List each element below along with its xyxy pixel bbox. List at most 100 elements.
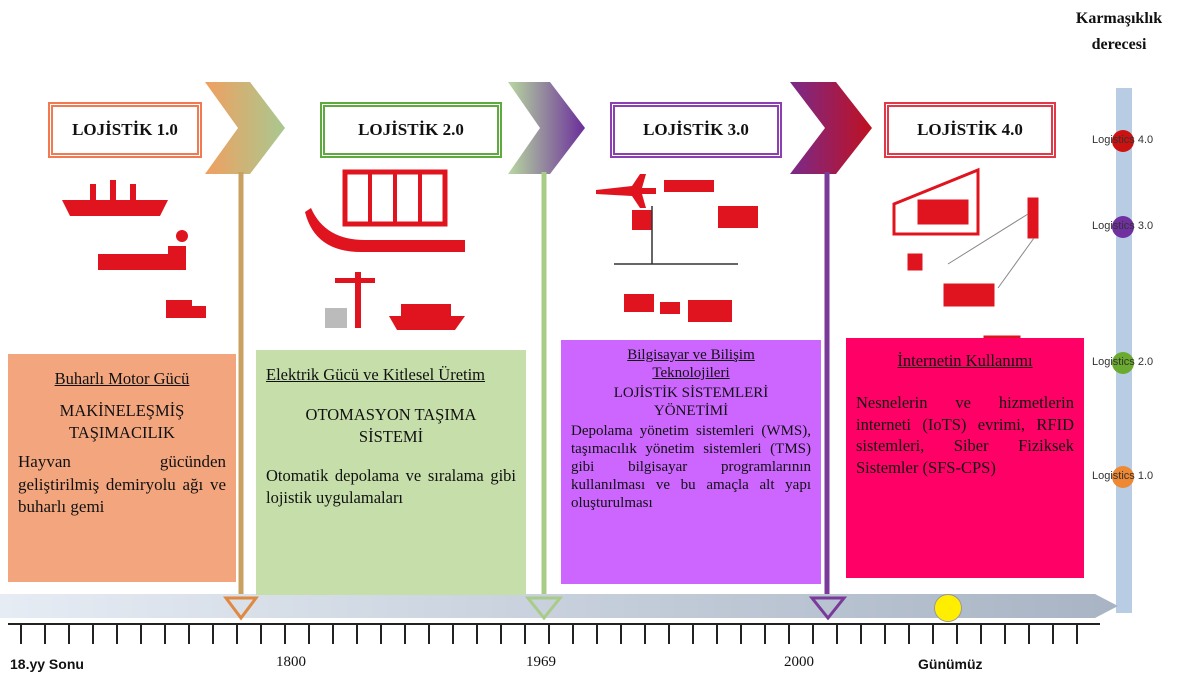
chevron-3-icon xyxy=(790,82,872,174)
timeline-tick xyxy=(908,624,910,644)
timeline-bar xyxy=(0,594,1118,618)
timeline-tick xyxy=(572,624,574,644)
conveyor-icon xyxy=(305,208,465,252)
timeline-tick xyxy=(836,624,838,644)
timeline-tick xyxy=(476,624,478,644)
level-3-label: Logistics 3.0 xyxy=(1092,220,1154,232)
timeline-tick xyxy=(140,624,142,644)
timeline-tick xyxy=(380,624,382,644)
timeline-tick xyxy=(812,624,814,644)
stage-1-panel: Buharlı Motor Gücü MAKİNELEŞMİŞ TAŞIMACI… xyxy=(8,354,236,582)
stage-1-body: Hayvan gücünden geliştirilmiş demiryolu … xyxy=(18,452,226,517)
level-1-dot xyxy=(1112,466,1134,488)
stage-3-title: LOJİSTİK 3.0 xyxy=(610,102,782,158)
timeline-tick xyxy=(932,624,934,644)
timeline-tick xyxy=(692,624,694,644)
stage-1-heading: Buharlı Motor Gücü xyxy=(54,369,190,388)
timeline-tick xyxy=(164,624,166,644)
timeline-label-2000: 2000 xyxy=(784,654,814,670)
stage-4-heading: İnternetin Kullanımı xyxy=(897,351,1033,370)
timeline-tick xyxy=(884,624,886,644)
timeline-tick xyxy=(644,624,646,644)
level-2-label: Logistics 2.0 xyxy=(1092,356,1154,368)
timeline-tick xyxy=(44,624,46,644)
timeline-tick xyxy=(404,624,406,644)
cargo-ship-icon xyxy=(389,316,465,330)
stage-3-heading: Bilgisayar ve Bilişim Teknolojileri xyxy=(627,347,755,381)
timeline-label-start: 18.yy Sonu xyxy=(10,656,84,672)
timeline-tick xyxy=(740,624,742,644)
timeline-tick xyxy=(668,624,670,644)
chevron-2-icon xyxy=(508,82,585,174)
airplane-icon xyxy=(596,174,656,208)
level-2-dot xyxy=(1112,352,1134,374)
timeline-tick xyxy=(1004,624,1006,644)
chevron-1-icon xyxy=(205,82,285,174)
timeline-tick xyxy=(1076,624,1078,644)
smart-warehouse-icon xyxy=(892,167,980,236)
down-arrow-2-icon xyxy=(524,596,564,621)
stage-1-subtitle: MAKİNELEŞMİŞ TAŞIMACILIK xyxy=(59,400,185,442)
stage-4-body: Nesnelerin ve hizmetlerin interneti (IoT… xyxy=(856,392,1074,478)
timeline-tick xyxy=(332,624,334,644)
complexity-title: Karmaşıklık derecesi xyxy=(1075,10,1163,53)
timeline-tick xyxy=(860,624,862,644)
timeline-tick xyxy=(980,624,982,644)
smart-truck-icon xyxy=(943,283,995,307)
stage-3-body: Depolama yönetim sistemleri (WMS), taşım… xyxy=(571,423,811,511)
today-marker xyxy=(934,594,962,622)
smart-crane-icon xyxy=(1027,197,1039,239)
stage-1-title: LOJİSTİK 1.0 xyxy=(48,102,202,158)
timeline-tick xyxy=(452,624,454,644)
timeline-tick xyxy=(284,624,286,644)
timeline-tick xyxy=(212,624,214,644)
timeline-tick xyxy=(308,624,310,644)
timeline-tick xyxy=(956,624,958,644)
stage-4-title: LOJİSTİK 4.0 xyxy=(884,102,1056,158)
timeline-tick xyxy=(428,624,430,644)
level-4-dot xyxy=(1112,130,1134,152)
stage-2-title: LOJİSTİK 2.0 xyxy=(320,102,502,158)
forklift-icon xyxy=(632,210,652,230)
timeline-tick xyxy=(524,624,526,644)
steamship-icon xyxy=(62,200,168,216)
timeline-tick xyxy=(20,624,22,644)
level-1-label: Logistics 1.0 xyxy=(1092,470,1154,482)
timeline-tick xyxy=(716,624,718,644)
crane-icon xyxy=(355,272,361,328)
computer-icon xyxy=(624,294,654,312)
stage-2-subtitle: OTOMASYON TAŞIMA SİSTEMİ xyxy=(305,404,477,446)
down-arrow-3-icon xyxy=(808,596,848,621)
delivery-truck-icon xyxy=(688,300,732,322)
timeline-tick xyxy=(764,624,766,644)
level-4-label: Logistics 4.0 xyxy=(1092,134,1154,146)
truck-icon xyxy=(166,300,192,318)
stage-3-illustration xyxy=(596,174,758,322)
timeline-tick xyxy=(788,624,790,644)
timeline-tick xyxy=(236,624,238,644)
timeline-tick xyxy=(116,624,118,644)
timeline-tick xyxy=(596,624,598,644)
level-3-dot xyxy=(1112,216,1134,238)
timeline-tick xyxy=(68,624,70,644)
robot-icon xyxy=(907,253,923,271)
stage-2-panel: Elektrik Gücü ve Kitlesel Üretim OTOMASY… xyxy=(256,350,526,595)
timeline-tick xyxy=(356,624,358,644)
stage-2-illustration xyxy=(305,169,465,330)
stage-2-body: Otomatik depolama ve sıralama gibi lojis… xyxy=(266,466,516,508)
stage-1-illustration xyxy=(62,180,206,318)
timeline-tick xyxy=(260,624,262,644)
timeline-tick xyxy=(620,624,622,644)
down-arrow-1-icon xyxy=(223,596,259,621)
stage-3-panel: Bilgisayar ve Bilişim Teknolojileri LOJİ… xyxy=(561,340,821,584)
stage-3-subtitle: LOJİSTİK SİSTEMLERİ YÖNETİMİ xyxy=(613,385,769,419)
timeline-tick xyxy=(188,624,190,644)
train-icon xyxy=(98,254,168,270)
stage-4-panel: İnternetin Kullanımı Nesnelerin ve hizme… xyxy=(846,338,1084,578)
ship-icon xyxy=(664,180,714,192)
timeline-tick xyxy=(92,624,94,644)
timeline-label-today: Günümüz xyxy=(918,656,983,672)
stage-2-heading: Elektrik Gücü ve Kitlesel Üretim xyxy=(266,365,486,384)
timeline-label-1800: 1800 xyxy=(276,654,306,670)
